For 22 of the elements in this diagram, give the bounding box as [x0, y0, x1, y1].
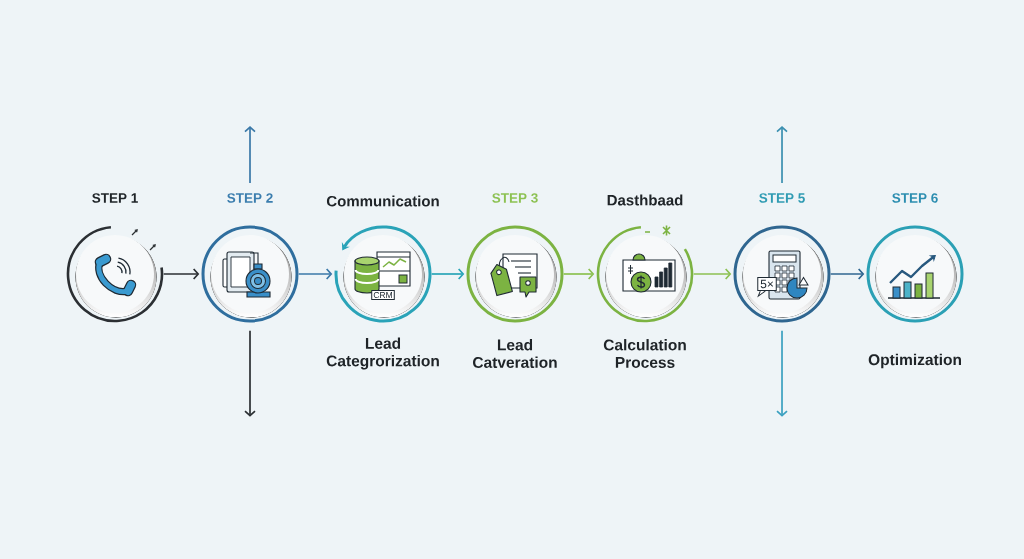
heading: STEP 3 [492, 193, 538, 203]
arrow [776, 329, 788, 417]
heading: STEP 2 [227, 193, 273, 203]
step-label: Lead Catveration [473, 339, 557, 368]
arrow [244, 329, 256, 417]
heading: Communication [326, 195, 439, 207]
arrow [244, 126, 256, 184]
step-label: Calculation Process [603, 339, 686, 368]
heading: STEP 5 [759, 193, 805, 203]
heading: STEP 1 [92, 193, 138, 203]
heading: Dasthbaad [607, 194, 683, 206]
arrow [562, 268, 595, 280]
arrow [162, 268, 200, 280]
arrow [829, 268, 865, 280]
arrow [297, 268, 333, 280]
arrow [776, 126, 788, 184]
step-label: Optimization [868, 353, 961, 369]
step-label: Lead Categrorization [326, 337, 439, 370]
heading: STEP 6 [892, 193, 938, 203]
arrow [692, 268, 732, 280]
speech-bubble: 5× [757, 276, 777, 297]
arrow [430, 268, 465, 280]
